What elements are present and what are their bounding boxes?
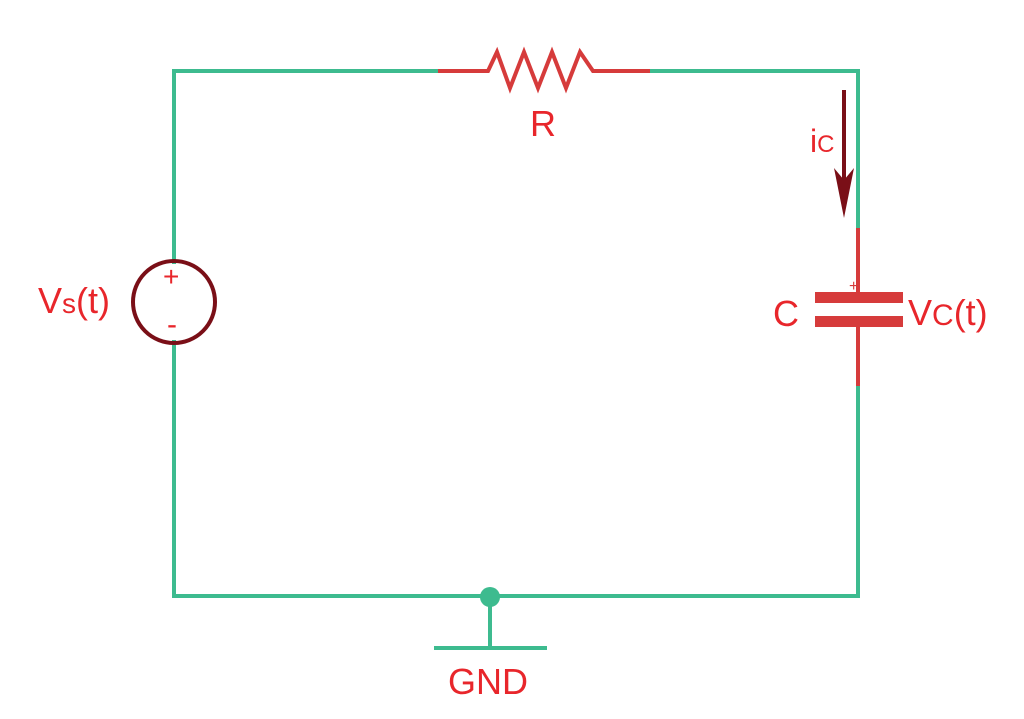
capacitor-voltage-subscript: C	[932, 299, 954, 332]
voltage-source-subscript: s	[62, 288, 76, 319]
capacitor-plate-bottom	[815, 316, 903, 327]
resistor-label: R	[530, 103, 556, 144]
wires	[172, 69, 860, 650]
voltage-source-plus: +	[163, 261, 179, 292]
resistor	[438, 46, 650, 94]
capacitor-label: C	[773, 293, 799, 334]
wire-right-bottom	[172, 340, 860, 598]
voltage-source-main: V	[38, 280, 62, 321]
current-label-subscript: C	[817, 131, 834, 158]
ground-label: GND	[448, 661, 528, 702]
voltage-source-suffix: (t)	[76, 280, 110, 321]
wire-left-top	[172, 69, 442, 264]
voltage-source-circle	[131, 259, 217, 345]
resistor-zigzag	[438, 46, 650, 94]
capacitor-voltage-label: VC(t)	[908, 292, 988, 333]
capacitor: +	[815, 228, 903, 386]
capacitor-polarity-mark: +	[849, 278, 858, 295]
current-label: iC	[810, 123, 834, 159]
voltage-source-label: Vs(t)	[38, 280, 110, 321]
voltage-source: + -	[131, 259, 217, 345]
current-label-main: i	[810, 123, 817, 159]
capacitor-plate-top	[815, 292, 903, 303]
ground-node-dot	[480, 587, 500, 607]
current-arrow	[834, 90, 854, 218]
capacitor-voltage-main: V	[908, 292, 932, 333]
voltage-source-minus: -	[167, 308, 177, 341]
capacitor-voltage-suffix: (t)	[954, 292, 988, 333]
current-arrowhead-icon	[834, 168, 854, 218]
